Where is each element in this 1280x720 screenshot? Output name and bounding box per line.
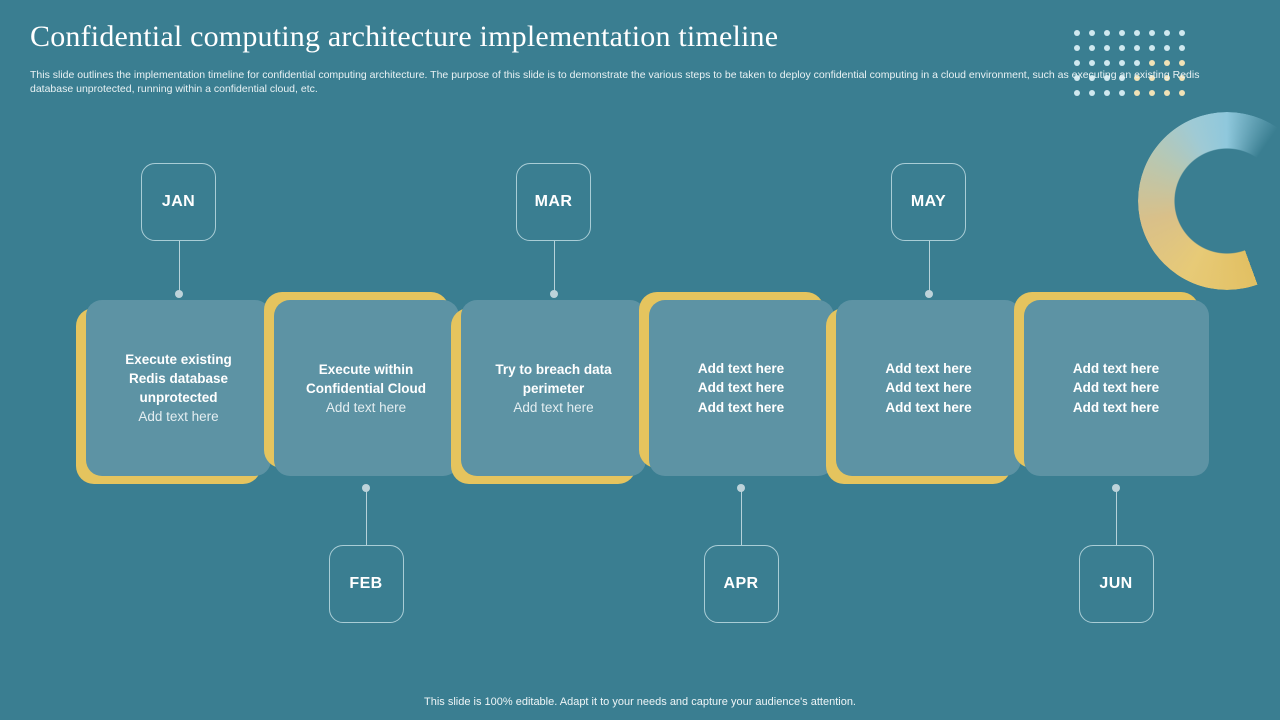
card-placeholder-line: Add text here xyxy=(697,399,785,415)
card-placeholder-line: Add text here xyxy=(885,399,972,415)
connector-line xyxy=(1116,488,1117,545)
page-title: Confidential computing architecture impl… xyxy=(30,20,779,53)
connector-dot xyxy=(549,290,558,298)
connector-line xyxy=(741,488,742,545)
month-label: JUN xyxy=(1099,575,1133,592)
month-bubble-mar[interactable]: MAR xyxy=(516,163,591,241)
card-placeholder-line: Add text here xyxy=(697,360,785,376)
card-placeholder-line: Add text here xyxy=(885,380,972,396)
connector-dot xyxy=(1112,484,1120,492)
month-bubble-feb[interactable]: FEB xyxy=(328,545,404,623)
connector-line xyxy=(553,241,555,294)
connector-line xyxy=(928,241,930,294)
card-heading-line: Execute existing xyxy=(125,352,232,367)
connector-dot xyxy=(362,484,370,492)
month-bubble-jan[interactable]: JAN xyxy=(141,163,216,241)
footer-note: This slide is 100% editable. Adapt it to… xyxy=(424,696,856,708)
month-label: MAR xyxy=(534,193,573,210)
page-subtitle: This slide outlines the implementation t… xyxy=(30,69,1200,95)
card-subtext: Add text here xyxy=(138,409,219,424)
card-heading-line: Confidential Cloud xyxy=(306,380,426,396)
month-bubble-jun[interactable]: JUN xyxy=(1078,545,1154,623)
card-placeholder-line: Add text here xyxy=(697,380,785,396)
card-subtext: Add text here xyxy=(513,399,594,415)
card-heading-line: unprotected xyxy=(139,390,218,405)
card-heading-line: perimeter xyxy=(522,380,585,396)
month-bubble-apr[interactable]: APR xyxy=(703,545,779,623)
month-bubble-may[interactable]: MAY xyxy=(891,163,966,241)
connector-line xyxy=(366,488,367,545)
card-placeholder-line: Add text here xyxy=(1072,399,1160,415)
month-label: JAN xyxy=(161,193,196,210)
connector-line xyxy=(178,241,180,294)
month-label: MAY xyxy=(910,193,947,210)
card-subtext: Add text here xyxy=(325,399,407,415)
month-label: FEB xyxy=(349,575,383,592)
card-heading-line: Execute within xyxy=(318,361,414,377)
connector-dot xyxy=(174,290,183,298)
connector-dot xyxy=(924,290,933,298)
month-label: APR xyxy=(723,575,759,592)
card-heading-line: Try to breach data xyxy=(495,361,612,377)
connector-dot xyxy=(737,484,745,492)
card-heading: Try to breach data perimeter xyxy=(495,360,611,398)
card-placeholder-line: Add text here xyxy=(885,360,972,376)
card-heading-line: Redis database xyxy=(128,371,229,386)
card-placeholder-line: Add text here xyxy=(1072,360,1160,376)
card-placeholder-line: Add text here xyxy=(1072,380,1160,396)
